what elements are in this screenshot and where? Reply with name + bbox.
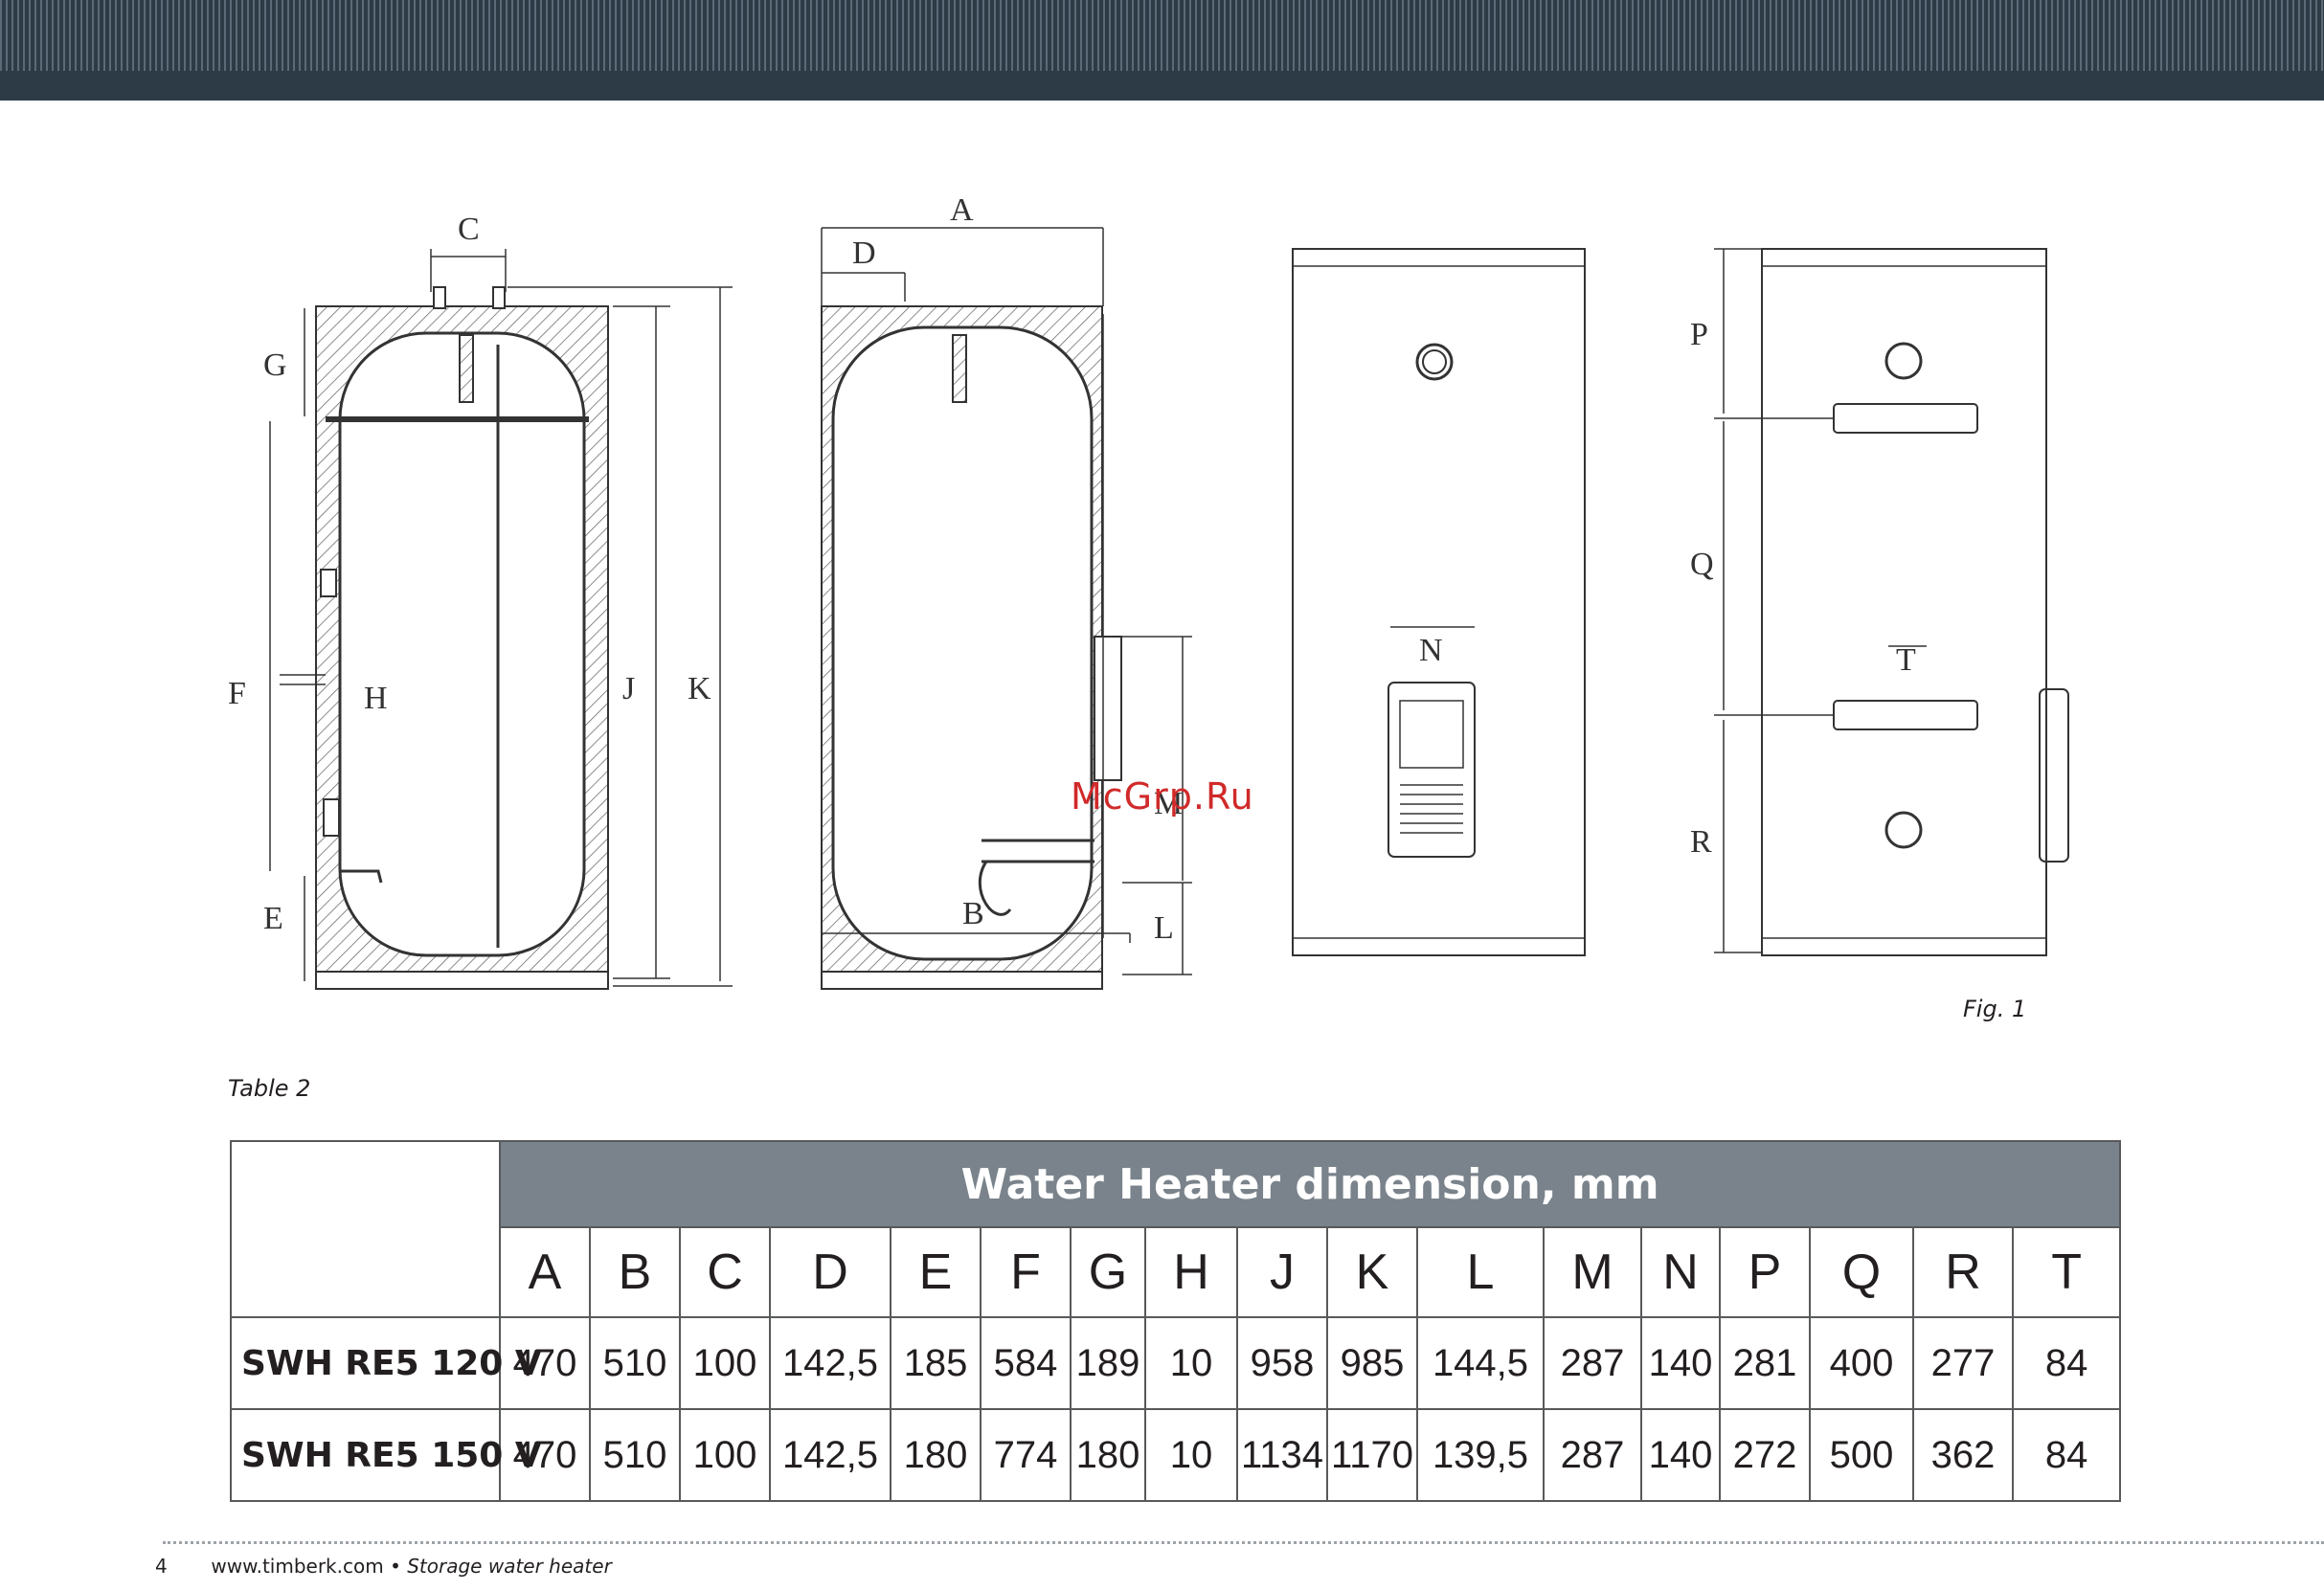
dim-label-m: M — [1154, 786, 1183, 821]
dim-label-j: J — [622, 671, 635, 706]
table-cell: 584 — [980, 1316, 1072, 1410]
table-cell: 985 — [1326, 1316, 1418, 1410]
column-header: R — [1912, 1226, 2014, 1318]
view-3-front: N — [1292, 248, 1586, 956]
table-cell: 180 — [1070, 1408, 1146, 1502]
dim-label-e: E — [263, 901, 283, 936]
table-cell: 400 — [1809, 1316, 1914, 1410]
view-4-side: P Q T R — [1690, 248, 2069, 956]
table-cell: 1134 — [1236, 1408, 1328, 1502]
column-header: Q — [1809, 1226, 1914, 1318]
table-cell: 139,5 — [1416, 1408, 1545, 1502]
column-header: F — [980, 1226, 1072, 1318]
table-cell: 140 — [1640, 1316, 1721, 1410]
table-cell: 189 — [1070, 1316, 1146, 1410]
view-2-section: A D M L B — [821, 192, 1192, 990]
row-label: SWH RE5 120 V — [230, 1316, 542, 1410]
page-number: 4 — [155, 1555, 168, 1578]
table-corner-cell — [230, 1140, 501, 1318]
technical-drawings: C G F H E J K — [0, 105, 2324, 1024]
table-row: SWH RE5 120 V 470 510 100 142,5 185 584 … — [230, 1316, 2122, 1410]
dim-label-a: A — [950, 192, 974, 228]
dim-label-b: B — [962, 896, 984, 931]
column-header: C — [679, 1226, 771, 1318]
table-cell: 277 — [1912, 1316, 2014, 1410]
table-cell: 281 — [1719, 1316, 1811, 1410]
table-cell: 510 — [589, 1408, 681, 1502]
column-header: G — [1070, 1226, 1146, 1318]
dim-label-f: F — [228, 676, 246, 711]
column-header: T — [2011, 1226, 2122, 1318]
table-cell: 140 — [1640, 1408, 1721, 1502]
table-cell: 142,5 — [769, 1408, 891, 1502]
table-cell: 470 — [499, 1408, 591, 1502]
dim-label-n: N — [1419, 633, 1443, 668]
column-header-row: A B C D E F G H J K L M N P Q R T — [231, 1226, 2122, 1318]
table-cell: 272 — [1719, 1408, 1811, 1502]
table-cell: 10 — [1144, 1408, 1238, 1502]
table-cell: 287 — [1543, 1316, 1642, 1410]
header-stripes — [0, 0, 2324, 71]
dim-label-q: Q — [1690, 547, 1714, 582]
table-cell: 84 — [2011, 1408, 2122, 1502]
website-link[interactable]: www.timberk.com — [211, 1555, 384, 1578]
table-cell: 142,5 — [769, 1316, 891, 1410]
row-label: SWH RE5 150 V — [230, 1408, 542, 1502]
footer-separator: • — [390, 1555, 401, 1578]
dim-label-l: L — [1154, 910, 1174, 946]
dim-label-h: H — [364, 681, 388, 716]
page-footer: 4 www.timberk.com • Storage water heater — [155, 1555, 612, 1578]
column-header: J — [1236, 1226, 1328, 1318]
table-cell: 470 — [499, 1316, 591, 1410]
column-header: E — [890, 1226, 981, 1318]
dim-label-d: D — [852, 235, 876, 271]
dim-label-t: T — [1896, 642, 1916, 678]
column-header: L — [1416, 1226, 1545, 1318]
drawing-svg: C G F H E J K — [228, 192, 2069, 990]
table-cell: 958 — [1236, 1316, 1328, 1410]
table-cell: 185 — [890, 1316, 981, 1410]
table-title: Water Heater dimension, mm — [498, 1140, 2122, 1228]
figure-caption: Fig. 1 — [1963, 996, 2027, 1022]
table-cell: 362 — [1912, 1408, 2014, 1502]
watermark: McGrp.Ru — [1071, 775, 1254, 818]
column-header: M — [1543, 1226, 1642, 1318]
column-header: D — [769, 1226, 891, 1318]
table-cell: 100 — [679, 1408, 771, 1502]
table-cell: 100 — [679, 1316, 771, 1410]
dim-label-c: C — [458, 212, 480, 247]
dim-label-k: K — [688, 671, 711, 706]
footer-description: Storage water heater — [407, 1555, 612, 1578]
table-cell: 84 — [2011, 1316, 2122, 1410]
column-header: P — [1719, 1226, 1811, 1318]
dim-label-p: P — [1690, 317, 1708, 352]
column-header: K — [1326, 1226, 1418, 1318]
dim-label-r: R — [1690, 824, 1712, 860]
table-caption: Table 2 — [228, 1075, 311, 1102]
table-row: SWH RE5 150 V 470 510 100 142,5 180 774 … — [230, 1408, 2122, 1502]
table-cell: 10 — [1144, 1316, 1238, 1410]
header-band — [0, 0, 2324, 101]
view-1-section: C G F H E J K — [228, 212, 733, 990]
footer-divider — [163, 1541, 2324, 1544]
dim-label-g: G — [263, 347, 287, 383]
table-cell: 1170 — [1326, 1408, 1418, 1502]
dimensions-table: Water Heater dimension, mm A B C D E F G… — [230, 1140, 2122, 1502]
table-cell: 510 — [589, 1316, 681, 1410]
table-cell: 287 — [1543, 1408, 1642, 1502]
column-header: A — [499, 1226, 591, 1318]
column-header: N — [1640, 1226, 1721, 1318]
table-cell: 180 — [890, 1408, 981, 1502]
table-cell: 774 — [980, 1408, 1072, 1502]
column-header: H — [1144, 1226, 1238, 1318]
table-cell: 500 — [1809, 1408, 1914, 1502]
column-header: B — [589, 1226, 681, 1318]
table-cell: 144,5 — [1416, 1316, 1545, 1410]
